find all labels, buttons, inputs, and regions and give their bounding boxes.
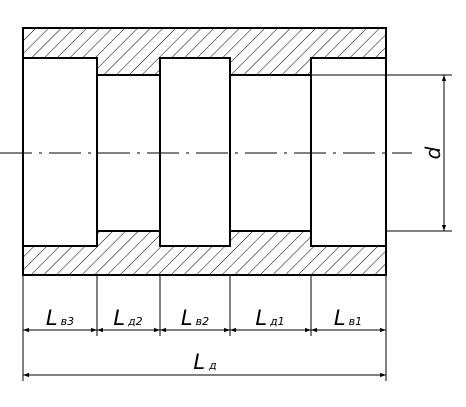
diameter-label: d: [421, 146, 445, 159]
bottom-wall-section: [23, 231, 386, 275]
diameter-dimension: [311, 74, 452, 232]
top-wall-section: [23, 28, 386, 75]
part-outline: [22, 27, 387, 276]
